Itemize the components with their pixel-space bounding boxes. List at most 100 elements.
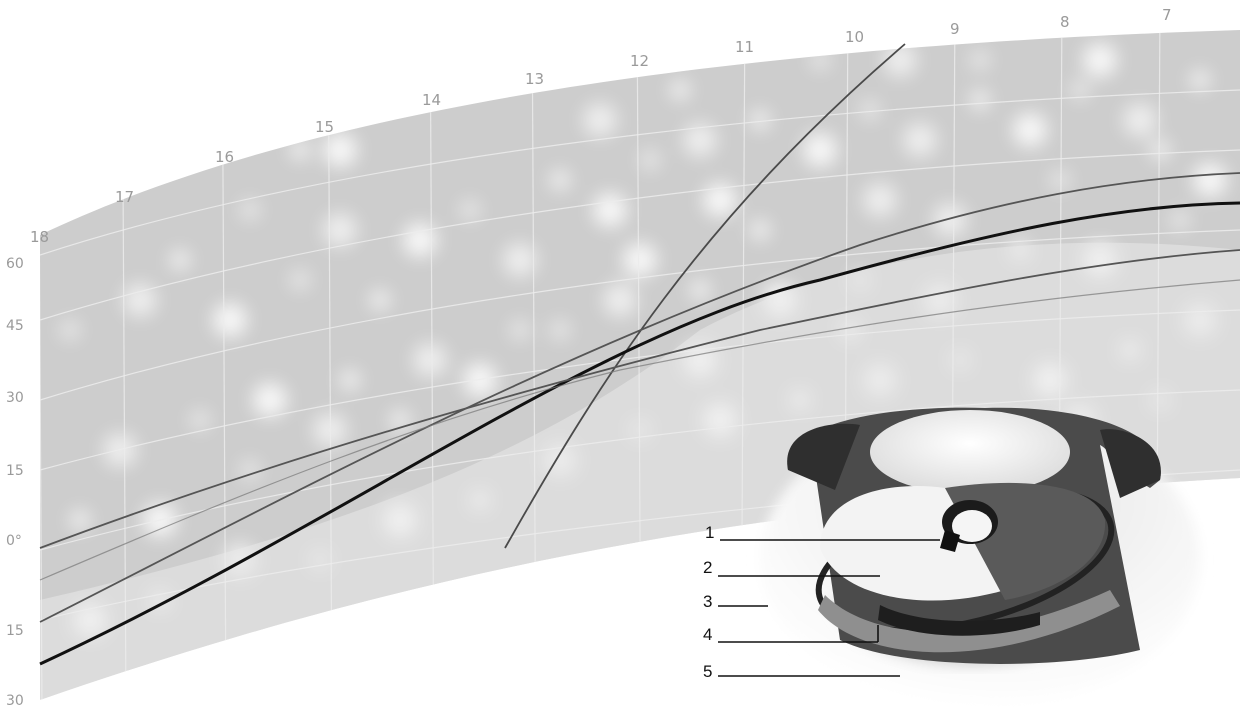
declination-label: 30 [6,390,24,406]
star-glow [623,243,657,277]
star-glow [70,510,90,530]
star-glow [903,123,937,157]
star-glow [503,243,537,277]
star-glow [510,320,530,340]
declination-label: 0° [6,533,22,549]
instrument-lower-band [818,590,1120,653]
hour-label: 14 [422,91,441,109]
star-glow [60,320,80,340]
star-glow [683,123,717,157]
declination-label: 30 [6,693,24,709]
hour-label: 10 [845,28,864,46]
instrument-illustration [760,407,1200,710]
star-glow [1013,113,1047,147]
grid-declination-arc [40,389,1240,551]
hour-label: 11 [735,38,754,56]
star-glow [370,290,390,310]
star-glow [1150,140,1170,160]
callouts: 1 2 3 4 5 [703,523,940,681]
star-glow [1083,43,1117,77]
star-glow [883,43,917,77]
steep-curve [504,43,906,549]
star-glow [933,203,967,237]
instrument-pointer [940,530,960,552]
star-glow [323,133,357,167]
declination-label: 45 [6,318,24,334]
hour-label: 18 [30,228,49,246]
callout-number: 3 [703,592,712,611]
grid-declination-arc [40,309,1240,471]
declination-label: 15 [6,623,24,639]
declination-label: 15 [6,463,24,479]
hour-label: 7 [1162,6,1172,24]
hour-label: 15 [315,118,334,136]
declination-label: 60 [6,256,24,272]
star-glow [240,460,260,480]
grid-declination-arc [40,89,1240,256]
instrument-collar-left [787,423,860,490]
star-glow [240,200,260,220]
star-glow [123,283,157,317]
star-glow [750,220,770,240]
instrument-collar-right [1100,429,1161,498]
sky-band [40,30,1240,700]
star-glow [1193,163,1227,197]
star-glow [803,133,837,167]
hour-label: 8 [1060,13,1070,31]
instrument-dome [870,410,1070,494]
star-glow [593,193,627,227]
hour-label: 12 [630,52,649,70]
instrument-lower-dark [878,605,1040,636]
grid-hour-line [40,30,43,700]
star-glow [640,150,660,170]
hour-labels: 18 17 16 15 14 13 12 11 10 9 8 7 [30,6,1172,246]
star-glow [970,50,990,70]
callout-number: 2 [703,558,712,577]
star-glow [750,110,770,130]
star-glow [390,410,410,430]
star-glow [810,50,830,70]
star-glow [1190,70,1210,90]
hour-label: 9 [950,20,960,38]
star-glow [860,100,880,120]
instrument-knob [952,510,992,542]
star-glow [190,410,210,430]
star-glow [583,103,617,137]
star-glow [1123,103,1157,137]
star-glow [413,343,447,377]
star-glow [1070,80,1090,100]
star-glow [213,303,247,337]
star-glow [1050,170,1070,190]
star-glow [290,140,310,160]
star-glow [603,283,637,317]
star-glow [970,90,990,110]
star-glow [253,383,287,417]
star-glow [550,170,570,190]
star-glow [403,223,437,257]
hour-label: 16 [215,148,234,166]
star-glow [863,183,897,217]
grid-declination-arc [40,229,1240,401]
secondary-curve [39,279,1240,581]
star-glow [340,370,360,390]
main-curve [39,201,1240,666]
star-glow [1170,210,1190,230]
grid-declination-arc [40,149,1240,321]
orbit-curves [39,43,1240,666]
upper-curve [39,172,1240,623]
star-glow [670,80,690,100]
star-glow [170,250,190,270]
star-glow [323,213,357,247]
hour-label: 17 [115,188,134,206]
hour-label: 13 [525,70,544,88]
lower-curve [39,249,1240,549]
callout-number: 1 [705,523,714,542]
callout-number: 5 [703,662,712,681]
declination-labels: 60 45 30 15 0° 15 30 [6,256,24,709]
callout-number: 4 [703,625,712,644]
star-glow [690,280,710,300]
star-glow [290,270,310,290]
star-glow [460,200,480,220]
star-glow [703,183,737,217]
